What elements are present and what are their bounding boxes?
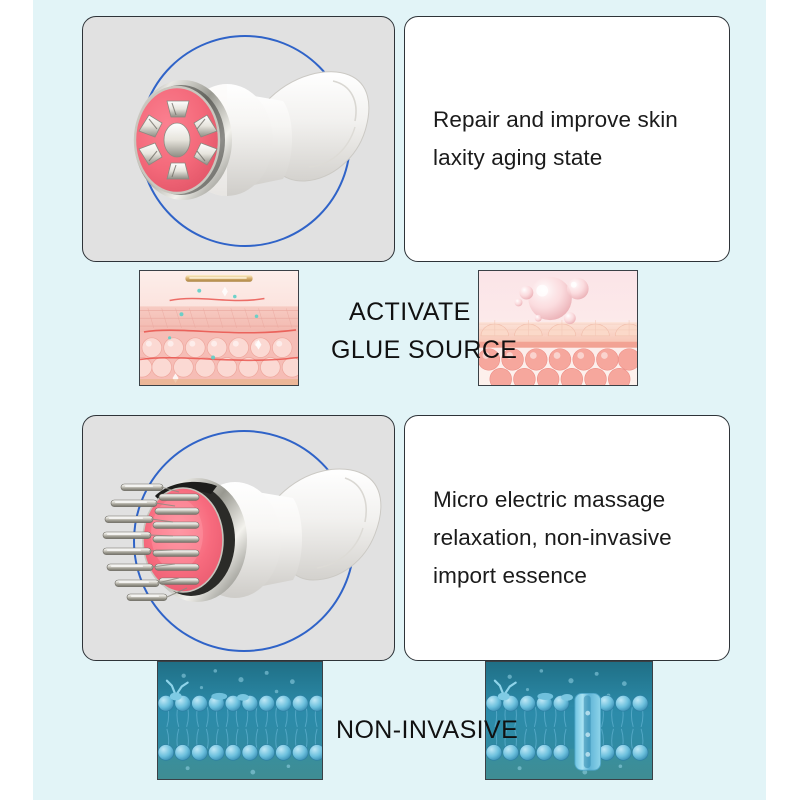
- benefit-line: laxity aging state: [433, 145, 603, 170]
- rf-benefit-card: Repair and improve skin laxity aging sta…: [404, 16, 730, 262]
- lipid-bilayer-channel-thumb: [485, 661, 653, 780]
- activate-label-line-1: ACTIVATE: [349, 298, 471, 326]
- pin-massage-head-illustration: [93, 438, 389, 644]
- benefit-line: Micro electric massage: [433, 487, 666, 512]
- skin-bubbles-thumb: [478, 270, 638, 386]
- rf-benefit-text: Repair and improve skin laxity aging sta…: [433, 101, 711, 177]
- benefit-line: relaxation, non-invasive: [433, 525, 672, 550]
- non-invasive-label: NON-INVASIVE: [336, 716, 519, 744]
- microcurrent-head-photo-card: [82, 415, 395, 661]
- skin-cross-section-thumb: [139, 270, 299, 386]
- rf-rosette-head-illustration: [97, 39, 387, 239]
- rf-head-photo-card: [82, 16, 395, 262]
- lipid-bilayer-thumb: [157, 661, 323, 780]
- activate-label-line-2: GLUE SOURCE: [331, 336, 518, 364]
- benefit-line: Repair and improve skin: [433, 107, 678, 132]
- microcurrent-benefit-text: Micro electric massage relaxation, non-i…: [433, 481, 711, 595]
- benefit-line: import essence: [433, 563, 587, 588]
- microcurrent-benefit-card: Micro electric massage relaxation, non-i…: [404, 415, 730, 661]
